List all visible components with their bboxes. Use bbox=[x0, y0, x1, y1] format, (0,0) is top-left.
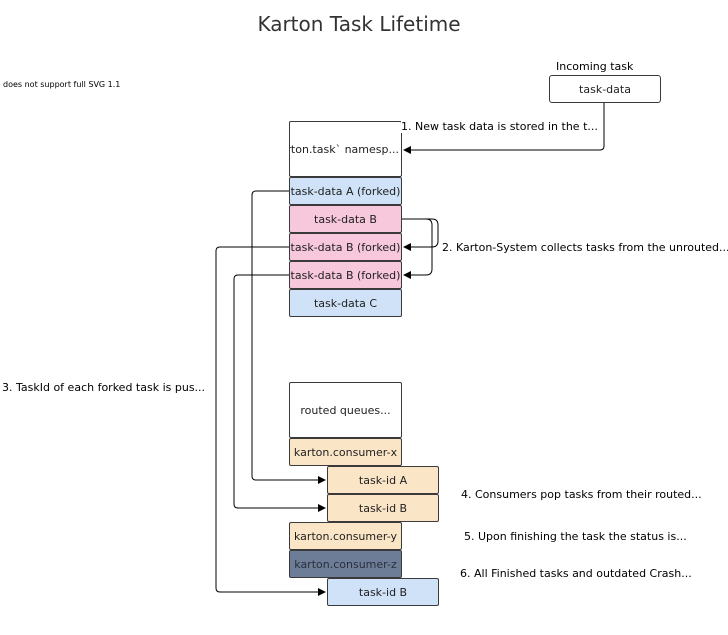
incoming-task-data-box: task-data bbox=[549, 75, 661, 103]
step-5-annotation: 5. Upon finishing the task the status is… bbox=[464, 530, 687, 543]
step-1-annotation: 1. New task data is stored in the t... bbox=[401, 120, 601, 133]
task-id-b-box-1: task-id B bbox=[327, 494, 439, 522]
diagram-title: Karton Task Lifetime bbox=[257, 12, 461, 36]
task-data-b-forked-box-2: task-data B (forked) bbox=[289, 261, 402, 289]
arrow-incoming-to-namespace bbox=[403, 103, 605, 154]
arrow-forked-a-to-task-id-a bbox=[251, 190, 326, 484]
step-6-annotation: 6. All Finished tasks and outdated Crash… bbox=[460, 567, 692, 580]
step-4-annotation: 4. Consumers pop tasks from their routed… bbox=[461, 488, 702, 501]
task-id-a-box: task-id A bbox=[327, 466, 439, 494]
consumer-x-box: karton.consumer-x bbox=[289, 438, 402, 466]
task-id-b-box-2: task-id B bbox=[327, 578, 439, 606]
task-data-c-box: task-data C bbox=[289, 289, 402, 317]
task-data-b-box: task-data B bbox=[289, 205, 402, 233]
svg-warning-text: does not support full SVG 1.1 bbox=[3, 80, 121, 89]
task-data-b-forked-box-1: task-data B (forked) bbox=[289, 233, 402, 261]
step-3-annotation: 3. TaskId of each forked task is pus... bbox=[2, 381, 206, 394]
step-2-annotation: 2. Karton-System collects tasks from the… bbox=[442, 241, 728, 254]
task-data-a-forked-box: task-data A (forked) bbox=[289, 177, 402, 205]
routed-queues-box: routed queues... bbox=[289, 382, 402, 438]
arrow-forked-b-to-task-id-b-bottom bbox=[215, 246, 326, 596]
consumer-y-box: karton.consumer-y bbox=[289, 522, 402, 550]
arrow-b-to-forked-2 bbox=[402, 218, 433, 279]
incoming-task-label: Incoming task bbox=[556, 60, 634, 73]
karton-task-namespace-box: `karton.task` namesp... bbox=[289, 121, 402, 177]
arrow-forked-b-to-task-id-b bbox=[233, 274, 326, 512]
arrow-b-to-forked-1 bbox=[402, 218, 439, 251]
consumer-z-box: karton.consumer-z bbox=[289, 550, 402, 578]
